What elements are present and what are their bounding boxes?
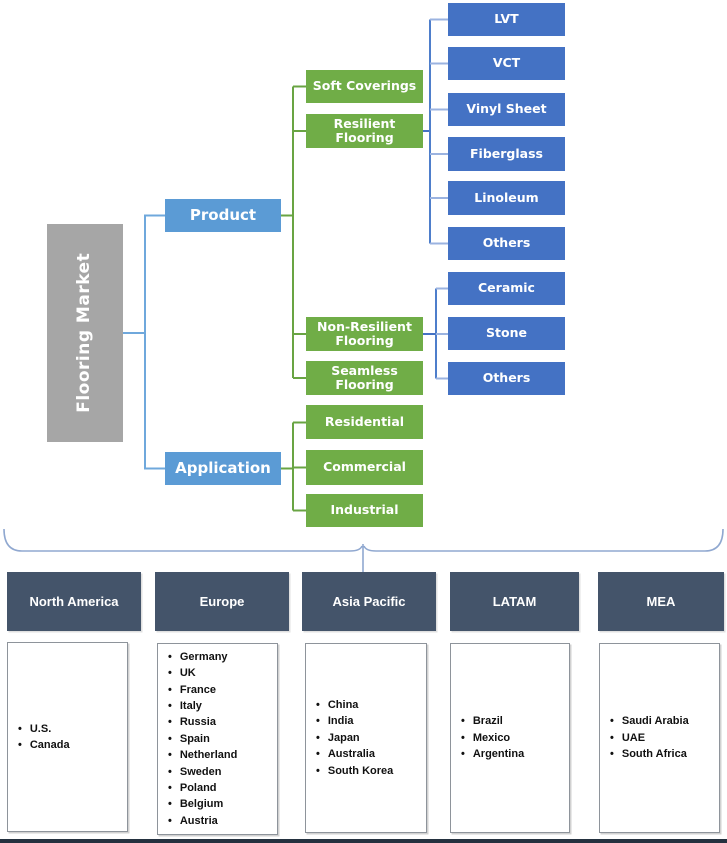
- node-product: Product: [165, 199, 281, 232]
- country-item: South Korea: [316, 763, 393, 779]
- country-item: South Africa: [610, 746, 689, 762]
- country-item: UK: [168, 665, 237, 681]
- node-vct: VCT: [448, 47, 565, 80]
- node-lvt: LVT: [448, 3, 565, 36]
- country-item: Spain: [168, 731, 237, 747]
- country-item: Argentina: [461, 746, 524, 762]
- country-item: Sweden: [168, 764, 237, 780]
- region-header-north-america: North America: [7, 572, 141, 631]
- country-item: France: [168, 682, 237, 698]
- nonresilient-child-stubs: [436, 287, 448, 380]
- country-item: Belgium: [168, 796, 237, 812]
- country-list: Brazil Mexico Argentina: [451, 713, 526, 762]
- region-list-north-america: U.S. Canada: [7, 642, 128, 832]
- regions-brace: [3, 528, 724, 573]
- node-resilient-others: Others: [448, 227, 565, 260]
- country-list: Saudi Arabia UAE South Africa: [600, 713, 691, 762]
- node-stone: Stone: [448, 317, 565, 350]
- country-item: Brazil: [461, 713, 524, 729]
- node-residential: Residential: [306, 405, 423, 439]
- country-list: Germany UK France Italy Russia Spain Net…: [158, 649, 239, 829]
- country-item: Austria: [168, 813, 237, 829]
- root-connector: [122, 214, 165, 470]
- country-item: Poland: [168, 780, 237, 796]
- country-list: U.S. Canada: [8, 721, 72, 754]
- country-item: Netherland: [168, 747, 237, 763]
- country-item: Australia: [316, 746, 393, 762]
- node-ceramic: Ceramic: [448, 272, 565, 305]
- node-soft-coverings: Soft Coverings: [306, 70, 423, 103]
- region-list-latam: Brazil Mexico Argentina: [450, 643, 570, 833]
- node-non-resilient-flooring: Non-Resilient Flooring: [306, 317, 423, 351]
- node-commercial: Commercial: [306, 450, 423, 485]
- country-item: India: [316, 713, 393, 729]
- region-list-asia-pacific: China India Japan Australia South Korea: [305, 643, 427, 833]
- country-item: UAE: [610, 730, 689, 746]
- node-application: Application: [165, 452, 281, 485]
- country-item: Italy: [168, 698, 237, 714]
- root-node-flooring-market: Flooring Market: [47, 224, 123, 442]
- country-item: Germany: [168, 649, 237, 665]
- region-header-europe: Europe: [155, 572, 289, 631]
- region-header-asia-pacific: Asia Pacific: [302, 572, 436, 631]
- country-item: Russia: [168, 714, 237, 730]
- region-list-europe: Germany UK France Italy Russia Spain Net…: [157, 643, 278, 835]
- node-resilient-flooring: Resilient Flooring: [306, 114, 423, 148]
- node-nonresilient-others: Others: [448, 362, 565, 395]
- bottom-edge-bar: [0, 839, 727, 843]
- country-item: Saudi Arabia: [610, 713, 689, 729]
- country-item: U.S.: [18, 721, 70, 737]
- region-header-latam: LATAM: [450, 572, 579, 631]
- application-spine-connector: [281, 421, 306, 512]
- node-industrial: Industrial: [306, 494, 423, 527]
- country-list: China India Japan Australia South Korea: [306, 697, 395, 779]
- country-item: Japan: [316, 730, 393, 746]
- node-fiberglass: Fiberglass: [448, 137, 565, 171]
- country-item: Canada: [18, 737, 70, 753]
- region-list-mea: Saudi Arabia UAE South Africa: [599, 643, 720, 833]
- root-label: Flooring Market: [74, 253, 95, 413]
- node-vinyl-sheet: Vinyl Sheet: [448, 93, 565, 126]
- node-linoleum: Linoleum: [448, 181, 565, 215]
- product-spine-connector: [281, 85, 306, 379]
- country-item: Mexico: [461, 730, 524, 746]
- country-item: China: [316, 697, 393, 713]
- node-seamless-flooring: Seamless Flooring: [306, 361, 423, 395]
- region-header-mea: MEA: [598, 572, 724, 631]
- resilient-child-stubs: [430, 18, 448, 245]
